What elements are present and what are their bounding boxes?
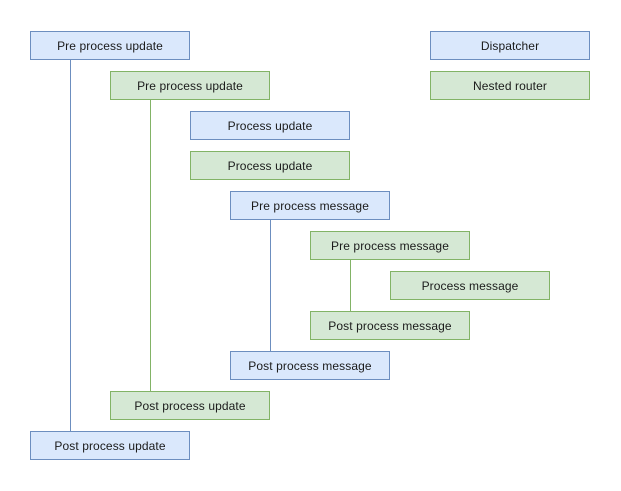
node-process-update-nested[interactable]: Process update: [190, 151, 350, 180]
edge-nested-pre-process-update-to-post-process-update: [150, 100, 151, 391]
node-process-message-nested[interactable]: Process message: [390, 271, 550, 300]
node-process-update-dispatcher[interactable]: Process update: [190, 111, 350, 140]
node-post-process-message-nested[interactable]: Post process message: [310, 311, 470, 340]
edge-pre-process-update-to-post-process-update: [70, 60, 71, 431]
node-pre-process-message-dispatcher[interactable]: Pre process message: [230, 191, 390, 220]
node-post-process-message-dispatcher[interactable]: Post process message: [230, 351, 390, 380]
legend-item-nested-router[interactable]: Nested router: [430, 71, 590, 100]
edge-pre-process-message-to-post-process-message: [270, 220, 271, 351]
legend-item-dispatcher[interactable]: Dispatcher: [430, 31, 590, 60]
node-post-process-update-dispatcher[interactable]: Post process update: [30, 431, 190, 460]
edge-nested-pre-process-message-to-post-process-message: [350, 260, 351, 311]
node-pre-process-update-dispatcher[interactable]: Pre process update: [30, 31, 190, 60]
node-pre-process-update-nested[interactable]: Pre process update: [110, 71, 270, 100]
node-pre-process-message-nested[interactable]: Pre process message: [310, 231, 470, 260]
node-post-process-update-nested[interactable]: Post process update: [110, 391, 270, 420]
